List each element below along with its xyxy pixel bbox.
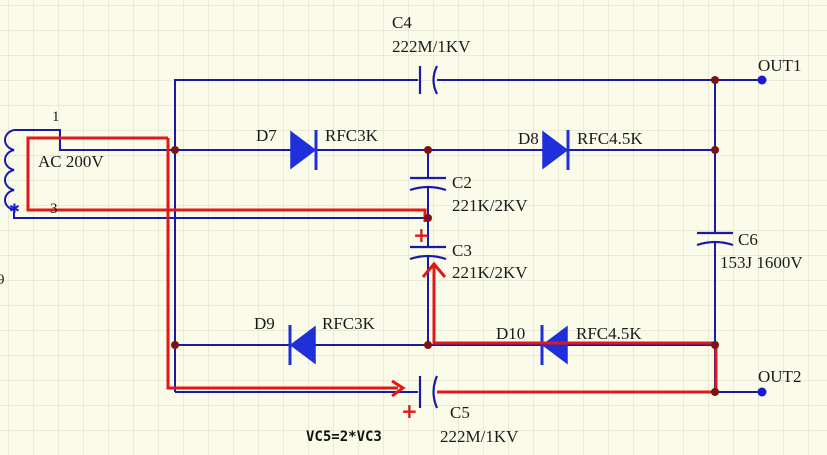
diode-d7[interactable]: [290, 130, 318, 170]
port-out1-label: OUT1: [758, 56, 801, 75]
c2-value: 221K/2KV: [452, 196, 528, 215]
wire-coil-top: [14, 129, 175, 151]
red-path-outer: [26, 136, 427, 222]
plus-sign-c3: +: [413, 223, 430, 247]
wire-coil-bottom: [13, 210, 428, 219]
diode-d8[interactable]: [542, 130, 570, 170]
d7-value: RFC3K: [325, 126, 379, 145]
arrow-c3: [421, 261, 447, 278]
arrow-c5: [391, 379, 406, 398]
d9-ref: D9: [254, 314, 275, 333]
c3-ref: C3: [452, 241, 472, 260]
port-out2-terminal[interactable]: [757, 387, 767, 397]
c4-ref: C4: [392, 13, 412, 32]
c6-value: 153J 1600V: [720, 253, 803, 272]
c4-value: 222M/1KV: [392, 37, 471, 56]
diode-d9[interactable]: [288, 325, 316, 365]
c6-ref: C6: [738, 230, 758, 249]
c5-value: 222M/1KV: [440, 427, 519, 446]
d8-value: RFC4.5K: [577, 129, 643, 148]
d9-value: RFC3K: [322, 314, 376, 333]
capacitor-c6[interactable]: [696, 231, 734, 247]
d8-ref: D8: [518, 129, 539, 148]
c5-ref: C5: [450, 403, 470, 422]
wire-top-rail: [174, 79, 418, 150]
edge-pin-label: 9: [0, 272, 5, 288]
capacitor-c4[interactable]: [418, 65, 438, 95]
capacitor-c3[interactable]: [409, 245, 447, 261]
c3-value: 221K/2KV: [452, 263, 528, 282]
capacitor-c2[interactable]: [409, 176, 447, 192]
d7-ref: D7: [256, 126, 277, 145]
c2-ref: C2: [452, 173, 472, 192]
pin3-label: 3: [50, 201, 58, 217]
source-label: AC 200V: [38, 152, 104, 171]
d10-ref: D10: [496, 324, 525, 343]
port-out1-terminal[interactable]: [757, 75, 767, 85]
junctions: [171, 76, 719, 396]
coil-star-icon: ✱: [9, 202, 20, 217]
port-out2-label: OUT2: [758, 367, 801, 386]
red-path-left: [166, 138, 398, 390]
pin1-label: 1: [52, 109, 60, 125]
plus-sign-c5: +: [401, 399, 418, 423]
diode-d10[interactable]: [540, 325, 568, 365]
capacitor-c5[interactable]: [418, 375, 439, 409]
formula-annotation: VC5=2*VC3: [306, 429, 382, 445]
d10-value: RFC4.5K: [576, 324, 642, 343]
transformer-coil[interactable]: ✱: [4, 129, 20, 217]
